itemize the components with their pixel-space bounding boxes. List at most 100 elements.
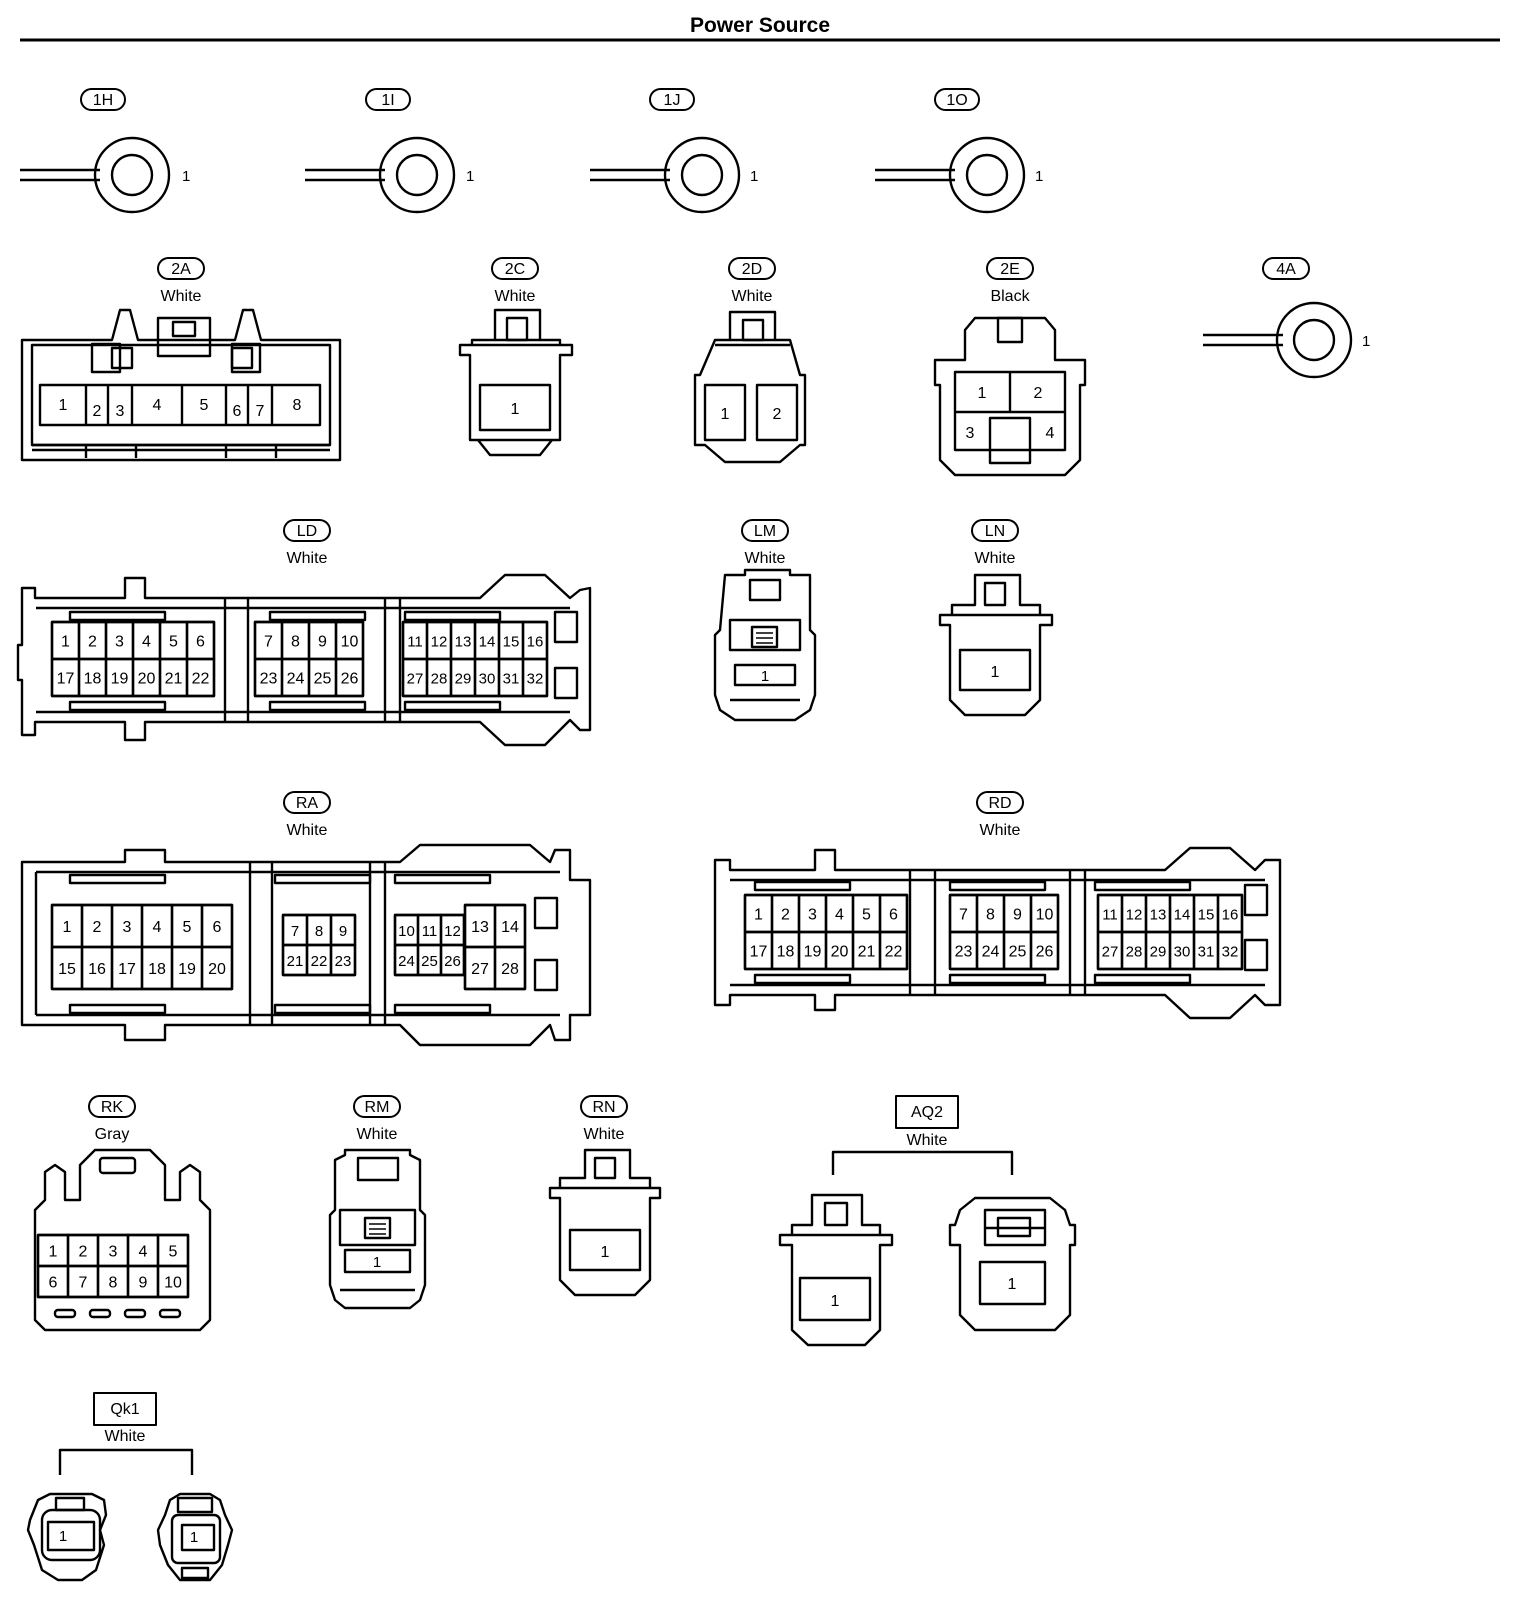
pin-label: 26 (341, 671, 359, 688)
pin-label: 1 (1035, 168, 1043, 185)
pin-label: 27 (471, 961, 489, 978)
connector-Qk1-left: 1 (26, 1492, 108, 1582)
pin-label: 15 (503, 634, 520, 651)
pin-cavity (521, 657, 549, 698)
pin-label: 24 (287, 671, 305, 688)
pin-label: 18 (148, 961, 166, 978)
pin-label: 13 (455, 634, 472, 651)
pin-label: 25 (1009, 944, 1027, 961)
connector-code: 2E (1000, 261, 1020, 278)
pin-label: 13 (471, 919, 489, 936)
pin-label: 28 (1126, 944, 1143, 961)
pin-label: 1 (978, 385, 987, 402)
pin-label: 4 (142, 634, 151, 651)
pin-label: 32 (527, 671, 544, 688)
pin-label: 1 (59, 1528, 67, 1545)
pin-label: 19 (178, 961, 196, 978)
pin-label: 14 (501, 919, 519, 936)
pin-cavity (200, 945, 234, 991)
connector-color: White (495, 288, 536, 305)
pin-label: 14 (479, 634, 496, 651)
pin-label: 16 (1222, 907, 1239, 924)
connector-color: White (907, 1132, 948, 1149)
pin-label: 30 (479, 671, 496, 688)
connector-2E: 2E Black 1 2 3 4 (933, 257, 1087, 477)
connector-code: RK (101, 1099, 124, 1116)
pin-label: 21 (858, 944, 876, 961)
pin-label: 4 (139, 1244, 148, 1261)
connector-code: RM (365, 1099, 390, 1116)
title-block: Power Source (20, 14, 1500, 42)
connector-code: Qk1 (110, 1401, 139, 1418)
connector-color: White (975, 550, 1016, 567)
pin-label: 1 (601, 1244, 610, 1261)
pin-label: 1 (63, 919, 72, 936)
connector-Qk1-right: 1 (156, 1492, 234, 1582)
pin-label: 22 (311, 953, 328, 970)
pin-label: 8 (291, 634, 300, 651)
pin-label: 30 (1174, 944, 1191, 961)
pin-label: 29 (1150, 944, 1167, 961)
pin-label: 1 (466, 168, 474, 185)
pin-label: 14 (1174, 907, 1191, 924)
connector-color: White (745, 550, 786, 567)
pin-label: 2 (773, 406, 782, 423)
connector-code: LM (754, 523, 776, 540)
pin-label: 23 (260, 671, 278, 688)
connector-color: Black (990, 288, 1030, 305)
pin-label: 29 (455, 671, 472, 688)
pin-label: 11 (407, 634, 423, 651)
pin-label: 26 (1036, 944, 1054, 961)
pin-label: 1 (61, 634, 70, 651)
pin-label: 22 (885, 944, 903, 961)
terminal-1O: 1O 1 (875, 88, 1043, 214)
pin-label: 31 (503, 671, 520, 688)
connector-code: LD (297, 523, 317, 540)
pin-label: 2 (88, 634, 97, 651)
pin-cavity (878, 930, 909, 971)
terminal-1I: 1I 1 (305, 88, 474, 214)
connector-AQ2-left: 1 (778, 1193, 894, 1347)
pin-label: 24 (398, 953, 415, 970)
pin-cavity (156, 1264, 190, 1299)
pin-label: 1 (373, 1254, 381, 1271)
connector-code: 1J (664, 92, 681, 109)
pin-label: 17 (57, 671, 75, 688)
pin-label: 3 (109, 1244, 118, 1261)
pin-label: 19 (804, 944, 822, 961)
pin-label: 12 (431, 634, 448, 651)
pin-label: 1 (190, 1529, 198, 1546)
pin-label: 20 (208, 961, 226, 978)
pin-label: 4 (835, 907, 844, 924)
pin-label: 5 (183, 919, 192, 936)
pin-label: 31 (1198, 944, 1215, 961)
pin-label: 1 (721, 406, 730, 423)
pin-label: 3 (116, 403, 125, 420)
pin-cavity (185, 657, 216, 698)
pin-label: 12 (444, 923, 461, 940)
connector-color: White (980, 822, 1021, 839)
pin-label: 21 (165, 671, 183, 688)
pin-label: 15 (58, 961, 76, 978)
connector-color: White (105, 1428, 146, 1445)
pin-label: 3 (115, 634, 124, 651)
pin-label: 20 (831, 944, 849, 961)
pin-label: 24 (982, 944, 1000, 961)
connector-code: RN (592, 1099, 615, 1116)
connector-AQ2: AQ2 White 1 1 (778, 1095, 1077, 1347)
pin-label: 6 (196, 634, 205, 651)
connector-code: RA (296, 795, 319, 812)
pin-label: 2 (1034, 385, 1043, 402)
pin-label: 6 (233, 403, 242, 420)
connector-color: White (357, 1126, 398, 1143)
connector-color: White (287, 822, 328, 839)
pin-label: 3 (966, 425, 975, 442)
pin-label: 23 (335, 953, 352, 970)
connector-color: White (287, 550, 328, 567)
pin-label: 11 (422, 923, 438, 940)
pin-label: 9 (139, 1275, 148, 1292)
